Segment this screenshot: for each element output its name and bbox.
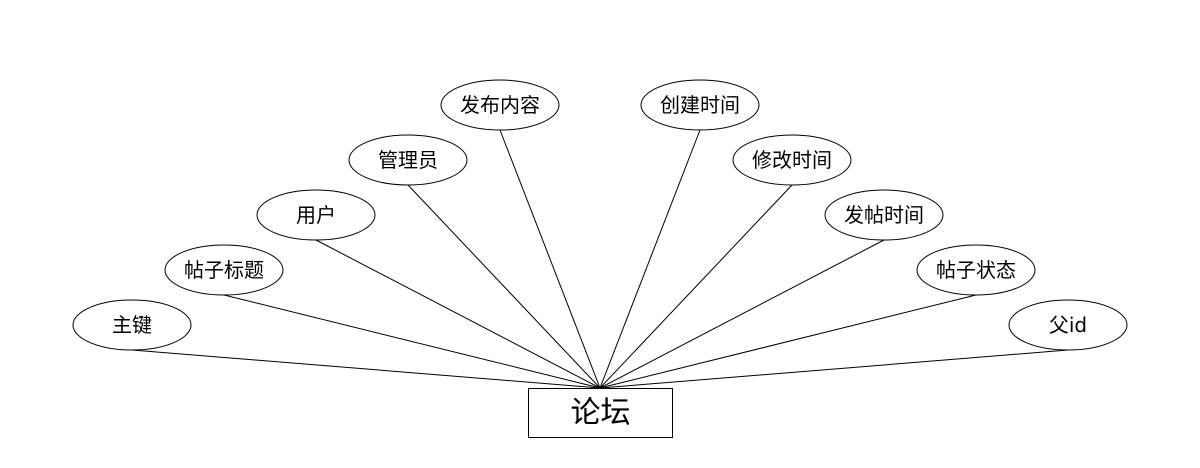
- connector-lines: [131, 129, 1069, 389]
- connector-title: [223, 294, 601, 389]
- connector-parent: [599, 349, 1069, 389]
- attribute-label-pk: 主键: [112, 313, 152, 337]
- attribute-label-status: 帖子状态: [936, 258, 1016, 282]
- entity-forum: 论坛: [528, 388, 673, 438]
- connector-content: [499, 129, 601, 389]
- attribute-admin: 管理员: [348, 134, 468, 186]
- attribute-posted: 发帖时间: [824, 189, 944, 241]
- attribute-label-posted: 发帖时间: [844, 203, 924, 227]
- connector-modified: [599, 184, 793, 389]
- attribute-ellipse-modified: [732, 134, 852, 186]
- attribute-modified: 修改时间: [732, 134, 852, 186]
- connector-admin: [407, 184, 601, 389]
- attribute-pk: 主键: [72, 299, 192, 351]
- attribute-parent: 父id: [1008, 299, 1128, 351]
- attribute-ellipse-title: [164, 244, 284, 296]
- attribute-ellipse-user: [256, 189, 376, 241]
- connector-user: [315, 239, 601, 389]
- attribute-ellipse-posted: [824, 189, 944, 241]
- attribute-ellipse-parent: [1008, 299, 1128, 351]
- attribute-label-user: 用户: [296, 203, 336, 227]
- attribute-label-modified: 修改时间: [752, 148, 832, 172]
- connector-posted: [599, 239, 885, 389]
- attribute-label-parent: 父id: [1049, 313, 1087, 337]
- attribute-label-admin: 管理员: [378, 148, 438, 172]
- connector-status: [599, 294, 977, 389]
- attribute-ellipse-admin: [348, 134, 468, 186]
- attribute-created: 创建时间: [640, 79, 760, 131]
- attribute-ellipse-status: [916, 244, 1036, 296]
- attribute-content: 发布内容: [440, 79, 560, 131]
- attribute-label-content: 发布内容: [460, 93, 540, 117]
- attribute-user: 用户: [256, 189, 376, 241]
- connector-created: [599, 129, 701, 389]
- entity-label: 论坛: [571, 396, 631, 431]
- attribute-status: 帖子状态: [916, 244, 1036, 296]
- attribute-label-title: 帖子标题: [184, 258, 264, 282]
- attribute-title: 帖子标题: [164, 244, 284, 296]
- connector-pk: [131, 349, 601, 389]
- attribute-ellipse-pk: [72, 299, 192, 351]
- attribute-ellipse-content: [440, 79, 560, 131]
- entity-box: [528, 388, 673, 438]
- attribute-label-created: 创建时间: [660, 93, 740, 117]
- attribute-ellipse-created: [640, 79, 760, 131]
